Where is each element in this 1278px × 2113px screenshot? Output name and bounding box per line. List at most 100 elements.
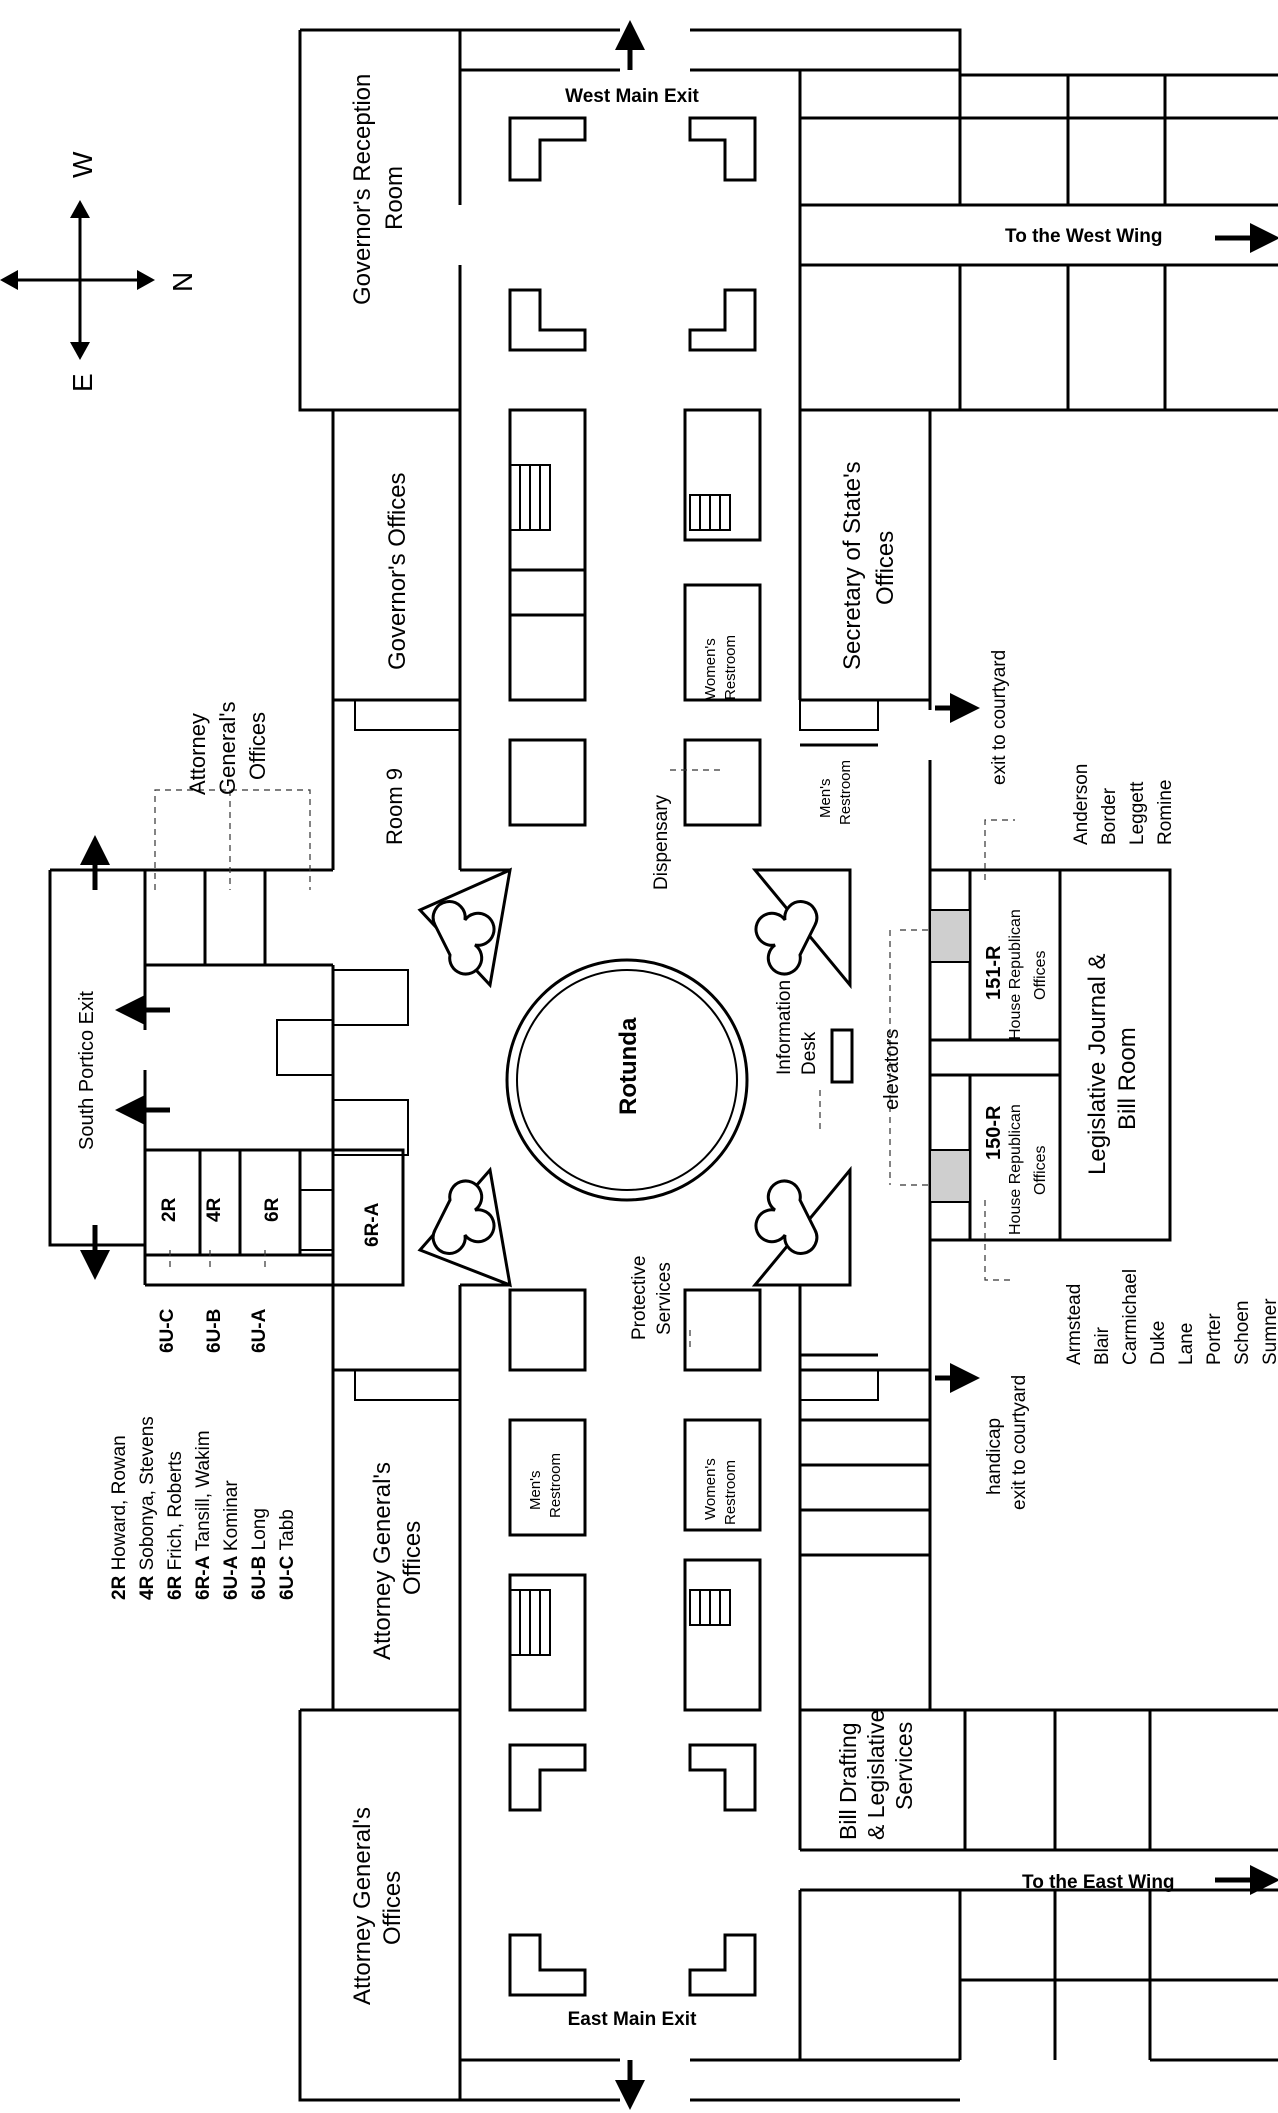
house-rep-151-label-2: Offices bbox=[1032, 951, 1049, 1001]
room-4r-label: 4R bbox=[204, 1197, 225, 1222]
legend-room: 6U-C bbox=[277, 1550, 298, 1600]
legend-names: Long bbox=[249, 1508, 270, 1550]
secretary-of-state-label-2: Offices bbox=[872, 531, 899, 605]
legend-entry: 6U-B Long bbox=[249, 1508, 270, 1600]
names-151r-list: Anderson Border Leggett Romine bbox=[1071, 764, 1176, 845]
legend-names: Sobonya, Stevens bbox=[137, 1416, 158, 1570]
stairs-and-restrooms bbox=[276, 408, 879, 1712]
exit-to-courtyard-label: exit to courtyard bbox=[989, 650, 1010, 785]
mens-restroom-bottom-1: Men's bbox=[527, 1470, 544, 1510]
womens-restroom-top-1: Women's bbox=[702, 638, 719, 700]
room9-label: Room 9 bbox=[382, 768, 407, 845]
ag-bottom-label-2: Offices bbox=[379, 1871, 406, 1945]
stair-hatching bbox=[276, 464, 879, 1656]
elevator-150 bbox=[929, 1149, 971, 1203]
legend-room: 6R bbox=[165, 1570, 186, 1600]
ag-bottom-label-1: Attorney General's bbox=[349, 1807, 376, 2005]
protective-services-label-2: Services bbox=[654, 1262, 675, 1335]
name-150r-item: Sumner bbox=[1260, 1298, 1278, 1365]
name-150r-item: Carmichael bbox=[1120, 1269, 1141, 1365]
secretary-of-state-label-1: Secretary of State's bbox=[839, 461, 866, 670]
legend-room: 6R-A bbox=[193, 1551, 214, 1600]
room-6ua-label: 6U-A bbox=[249, 1308, 270, 1353]
legend-entry: 6U-A Kominar bbox=[221, 1480, 242, 1600]
name-151r-item: Leggett bbox=[1127, 781, 1148, 845]
room-150r-label: 150-R bbox=[983, 1105, 1005, 1160]
rotunda-label: Rotunda bbox=[615, 1017, 642, 1115]
bill-drafting-label-3: Services bbox=[891, 1722, 917, 1810]
house-rep-151-label-1: House Republican bbox=[1007, 909, 1024, 1040]
handicap-exit-label-2: exit to courtyard bbox=[1009, 1375, 1030, 1510]
legend-names: Frich, Roberts bbox=[165, 1451, 186, 1570]
legend-entry: 6R-A Tansill, Wakim bbox=[193, 1430, 214, 1600]
governors-offices-label: Governor's Offices bbox=[384, 472, 411, 670]
room-151r-label: 151-R bbox=[983, 945, 1005, 1000]
compass-east: E bbox=[67, 373, 98, 392]
bill-drafting-label-2: & Legislative bbox=[863, 1710, 889, 1840]
south-portico-exit-label: South Portico Exit bbox=[76, 991, 98, 1150]
legislative-journal-label-2: Bill Room bbox=[1114, 1027, 1141, 1130]
womens-restroom-bottom-1: Women's bbox=[702, 1458, 719, 1520]
building-walls bbox=[48, 28, 1278, 2102]
rotunda-structure bbox=[417, 867, 854, 1288]
info-desk-label-1: Information bbox=[774, 980, 795, 1075]
governors-reception-label-2: Room bbox=[381, 166, 408, 230]
name-151r-item: Border bbox=[1099, 787, 1120, 845]
room-6ra-label: 6R-A bbox=[362, 1202, 383, 1247]
east-main-exit-label: East Main Exit bbox=[568, 2009, 697, 2030]
name-151r-item: Anderson bbox=[1071, 764, 1092, 845]
handicap-exit-label-1: handicap bbox=[984, 1418, 1005, 1495]
legend-room: 6U-A bbox=[221, 1551, 242, 1600]
house-rep-150-label-2: Offices bbox=[1032, 1146, 1049, 1196]
name-150r-item: Lane bbox=[1176, 1323, 1197, 1365]
legend-names: Kominar bbox=[221, 1480, 242, 1551]
room-occupant-legend: 2R Howard, Rowan 4R Sobonya, Stevens 6R Fr… bbox=[109, 1416, 298, 1600]
legend-names: Tansill, Wakim bbox=[193, 1430, 214, 1551]
governors-reception-label-1: Governor's Reception bbox=[349, 74, 376, 305]
room-2r-label: 2R bbox=[159, 1197, 180, 1222]
house-rep-150-label-1: House Republican bbox=[1007, 1104, 1024, 1235]
ag-top-label-3: Offices bbox=[245, 712, 270, 780]
compass-north: N bbox=[167, 272, 198, 292]
elevator-151 bbox=[929, 909, 971, 963]
legend-room: 6U-B bbox=[249, 1550, 270, 1600]
elevators-label: elevators bbox=[881, 1029, 903, 1110]
ag-lower-label-1: Attorney General's bbox=[369, 1462, 396, 1660]
bill-drafting-label-1: Bill Drafting bbox=[835, 1722, 861, 1840]
name-150r-item: Duke bbox=[1148, 1321, 1169, 1365]
room-6ub-label: 6U-B bbox=[204, 1309, 225, 1353]
mens-restroom-top-1: Men's bbox=[817, 778, 834, 818]
compass-icon: W N E bbox=[0, 151, 198, 392]
exit-arrows bbox=[80, 20, 1278, 2110]
mens-restroom-top-2: Restroom bbox=[837, 760, 854, 825]
ag-lower-label-2: Offices bbox=[399, 1521, 426, 1595]
womens-restroom-bottom-2: Restroom bbox=[722, 1460, 739, 1525]
columns bbox=[508, 116, 762, 1997]
room-6r-label: 6R bbox=[262, 1197, 283, 1222]
name-150r-item: Armstead bbox=[1064, 1284, 1085, 1365]
legend-entry: 2R Howard, Rowan bbox=[109, 1435, 130, 1600]
ag-top-label-1: Attorney bbox=[185, 713, 210, 795]
leader-lines bbox=[154, 769, 1015, 1350]
legend-entry: 6R Frich, Roberts bbox=[165, 1451, 186, 1600]
room-6uc-label: 6U-C bbox=[157, 1308, 178, 1353]
to-east-wing-label: To the East Wing bbox=[1022, 1872, 1175, 1893]
name-150r-item: Schoen bbox=[1232, 1301, 1253, 1365]
legend-names: Howard, Rowan bbox=[109, 1435, 130, 1570]
name-150r-item: Blair bbox=[1092, 1326, 1113, 1365]
dispensary-label: Dispensary bbox=[651, 794, 672, 890]
legislative-journal-label-1: Legislative Journal & bbox=[1084, 954, 1111, 1175]
ag-top-label-2: General's bbox=[215, 702, 240, 795]
legend-names: Tabb bbox=[277, 1509, 298, 1550]
legend-entry: 6U-C Tabb bbox=[277, 1509, 298, 1600]
protective-services-label-1: Protective bbox=[629, 1256, 650, 1340]
legend-room: 2R bbox=[109, 1570, 130, 1600]
name-151r-item: Romine bbox=[1155, 780, 1176, 845]
legend-room: 4R bbox=[137, 1570, 158, 1600]
info-desk-label-2: Desk bbox=[799, 1031, 820, 1075]
legend-entry: 4R Sobonya, Stevens bbox=[137, 1416, 158, 1600]
mens-restroom-bottom-2: Restroom bbox=[547, 1453, 564, 1518]
